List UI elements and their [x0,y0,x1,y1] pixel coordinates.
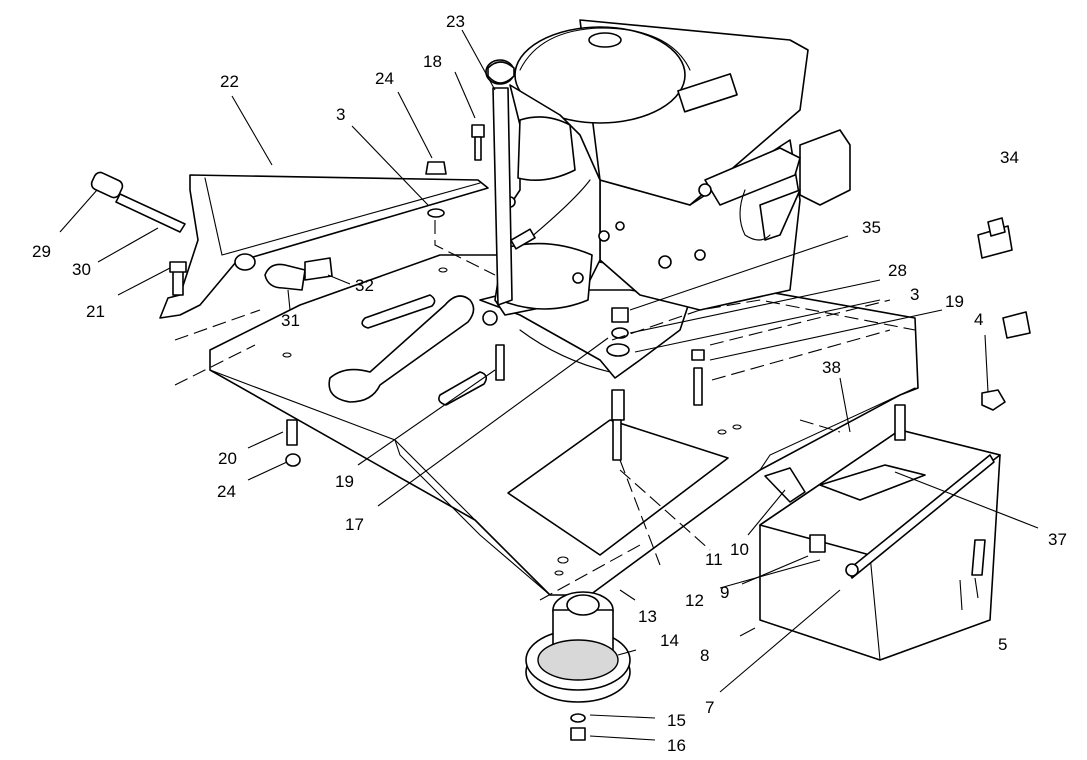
callout-7: 7 [705,698,714,717]
callout-35: 35 [862,218,881,237]
callout-37: 37 [1048,530,1067,549]
callout-24: 24 [375,69,394,88]
dipstick [485,59,515,306]
callout-34: 34 [1000,148,1019,167]
callout-29: 29 [32,242,51,261]
callout-32: 32 [355,276,374,295]
bracket [159,174,489,319]
chassis-plate [174,254,919,596]
callout-10: 10 [730,540,749,559]
callout-18: 18 [423,52,442,71]
callout-5: 5 [998,635,1007,654]
pulley [525,591,631,741]
callout-21: 21 [86,302,105,321]
engine [479,19,851,379]
callout-15: 15 [667,711,686,730]
callout-30: 30 [72,260,91,279]
callout-24b: 24 [217,482,236,501]
callout-4: 4 [974,310,983,329]
callout-3: 3 [336,105,345,124]
hardware [90,124,1031,467]
callout-14: 14 [660,631,679,650]
callout-16: 16 [667,736,686,755]
callout-19: 19 [945,292,964,311]
callout-12: 12 [685,591,704,610]
callout-8: 8 [700,646,709,665]
callout-11: 11 [705,550,723,569]
callout-19b: 19 [335,472,354,491]
callout-28: 28 [888,261,907,280]
callout-38: 38 [822,358,841,377]
callout-31: 31 [281,311,300,330]
battery [759,404,1001,661]
callout-13: 13 [638,607,657,626]
callout-3b: 3 [910,285,919,304]
callout-23: 23 [446,12,465,31]
callout-labels: 23 18 24 22 3 34 35 28 3 19 4 29 30 21 3… [32,12,1067,755]
callout-17: 17 [345,515,364,534]
callout-9: 9 [720,583,729,602]
assembly-lines [434,220,916,601]
callout-20: 20 [218,449,237,468]
callout-22: 22 [220,72,239,91]
leader-lines [59,29,1039,741]
